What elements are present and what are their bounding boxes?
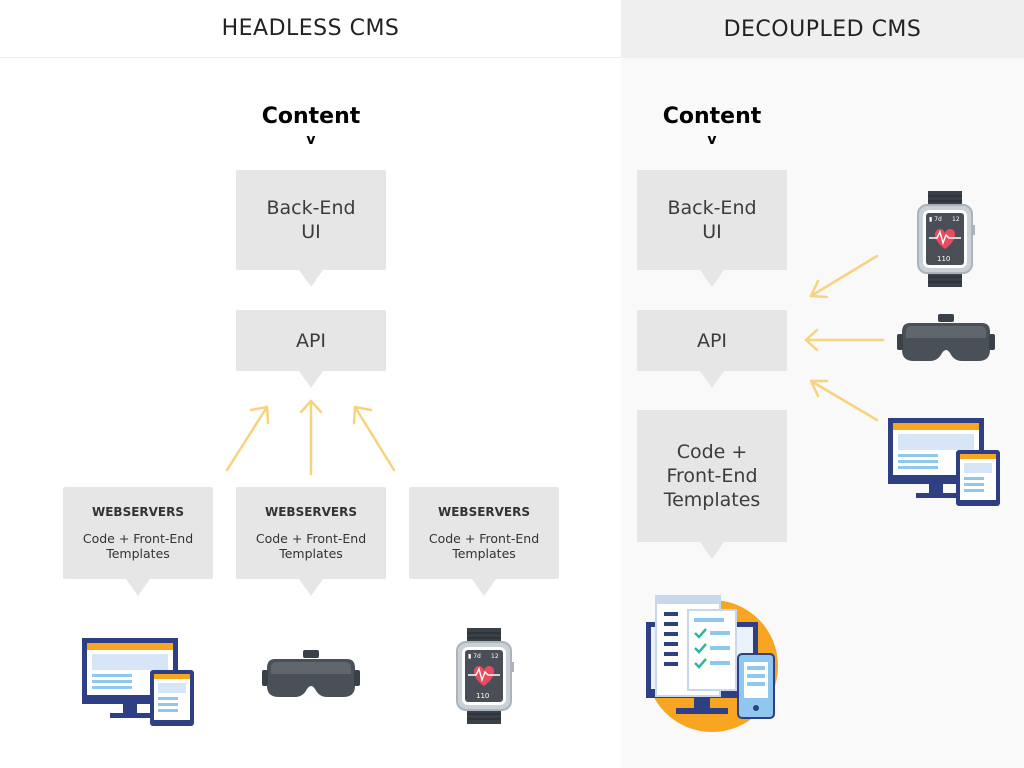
- decoupled-backend-ui-line1: Back-End: [667, 197, 757, 219]
- webserver-text-line2: Templates: [106, 546, 170, 561]
- decoupled-backend-ui-line2: UI: [702, 221, 722, 243]
- vr-headset-icon: [262, 650, 360, 697]
- decoupled-arrows: [804, 254, 885, 422]
- headless-content-arrow: v: [306, 132, 316, 148]
- decoupled-api-label: API: [696, 329, 728, 352]
- webserver-title: WEBSERVERS: [437, 505, 531, 519]
- headless-content-title: Content: [261, 104, 361, 129]
- arrow-up-left: [225, 405, 269, 472]
- decoupled-code-line3: Templates: [663, 489, 761, 511]
- headless-backend-ui-line1: Back-End: [266, 197, 356, 219]
- decoupled-code-line1: Code +: [676, 441, 748, 463]
- headless-webserver-box-2: WEBSERVERS Code + Front-End Templates: [236, 487, 386, 596]
- webserver-text-line1: Code + Front-End: [255, 531, 367, 546]
- smartwatch-icon: [917, 190, 976, 288]
- decoupled-content-title: Content: [662, 104, 762, 129]
- webserver-title: WEBSERVERS: [91, 505, 185, 519]
- headless-cms-header: HEADLESS CMS: [0, 0, 621, 58]
- webserver-title: WEBSERVERS: [264, 505, 358, 519]
- webserver-text-line2: Templates: [279, 546, 343, 561]
- arrowhead: [809, 379, 829, 398]
- decoupled-code-templates-box: Code + Front-End Templates: [637, 410, 787, 559]
- smartwatch-icon: [456, 627, 515, 725]
- arrowhead: [809, 279, 829, 299]
- desktop-tablet-icon: [82, 638, 194, 726]
- arrow-up-right: [353, 405, 396, 472]
- headless-webserver-box-3: WEBSERVERS Code + Front-End Templates: [409, 487, 559, 596]
- decoupled-api-box: API: [637, 310, 787, 388]
- webserver-text-line1: Code + Front-End: [428, 531, 540, 546]
- vr-headset-icon: [897, 314, 995, 361]
- arrowhead: [804, 328, 819, 352]
- desktop-tablet-icon: [888, 418, 1000, 506]
- arrowhead: [299, 399, 323, 414]
- headless-arrows: [225, 399, 396, 476]
- decoupled-backend-ui-box: Back-End UI: [637, 170, 787, 287]
- website-monitor-icon: [646, 595, 778, 732]
- headless-api-label: API: [295, 329, 327, 352]
- webserver-text-line1: Code + Front-End: [82, 531, 194, 546]
- webserver-text-line2: Templates: [452, 546, 516, 561]
- headless-webserver-box-1: WEBSERVERS Code + Front-End Templates: [63, 487, 213, 596]
- arrowhead: [249, 405, 270, 425]
- headless-api-box: API: [236, 310, 386, 388]
- arrowhead: [352, 405, 373, 425]
- decoupled-code-line2: Front-End: [666, 465, 758, 487]
- arrow-from-desktop: [809, 379, 879, 422]
- decoupled-cms-header: DECOUPLED CMS: [621, 0, 1024, 58]
- headless-backend-ui-box: Back-End UI: [236, 170, 386, 287]
- decoupled-content-arrow: v: [707, 132, 717, 148]
- arrow-from-watch: [809, 254, 879, 298]
- headless-backend-ui-line2: UI: [301, 221, 321, 243]
